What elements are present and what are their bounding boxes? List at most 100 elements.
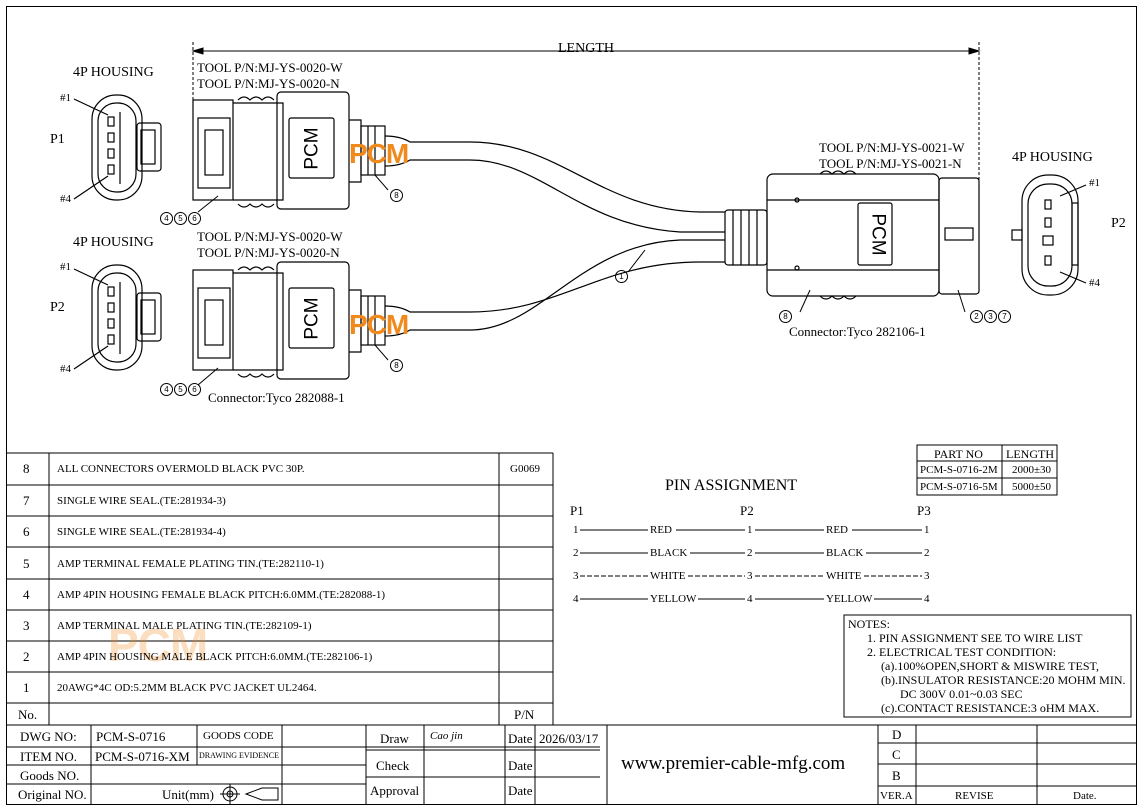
rev-letter: C <box>892 747 901 762</box>
tool-pn: TOOL P/N:MJ-YS-0020-W <box>197 60 343 75</box>
dwg-no-label: DWG NO: <box>20 729 77 744</box>
bom-desc: AMP TERMINAL FEMALE PLATING TIN.(TE:2821… <box>57 558 324 570</box>
original-no-label: Original NO. <box>18 787 87 802</box>
wire-color: RED <box>826 524 848 536</box>
callout-bubble: 6 <box>188 383 201 396</box>
date-label: Date <box>508 783 533 798</box>
connector-right <box>724 170 980 300</box>
part-header: PART NO <box>934 447 983 461</box>
callout-8: 8 <box>390 355 404 373</box>
drawing-evidence-label: DRAWING EVIDENCE <box>199 751 280 760</box>
bom-header-no: No. <box>18 707 38 722</box>
overmold-label: PCM <box>301 297 323 340</box>
callout-bubble: 8 <box>779 310 792 323</box>
draw-label: Draw <box>380 731 409 746</box>
callout-bubble: 5 <box>174 383 187 396</box>
pin-number: 4 <box>924 593 930 605</box>
part-no: PCM-S-0716-5M <box>920 481 998 493</box>
dwg-no-value: PCM-S-0716 <box>96 729 166 744</box>
pin-1-marker: #1 <box>1089 177 1100 189</box>
pin-number: 1 <box>924 524 930 536</box>
wire-color: WHITE <box>650 570 686 582</box>
callout-bubble: 5 <box>174 212 187 225</box>
pin-number: 3 <box>747 570 753 582</box>
check-label: Check <box>376 758 410 773</box>
callout-bubble: 3 <box>984 310 997 323</box>
callout-bubble: 4 <box>160 383 173 396</box>
p1-label: P1 <box>50 132 65 147</box>
pin-number: 3 <box>573 570 579 582</box>
date-label: Date <box>508 731 533 746</box>
note-line: 2. ELECTRICAL TEST CONDITION: <box>867 645 1057 659</box>
pin-number: 1 <box>747 524 753 536</box>
pin-4-marker: #4 <box>60 193 71 205</box>
pin-1-marker: #1 <box>60 261 71 273</box>
tool-pn: TOOL P/N:MJ-YS-0020-W <box>197 229 343 244</box>
website-text: www.premier-cable-mfg.com <box>621 753 846 774</box>
goods-no-label: Goods NO. <box>20 768 80 783</box>
housing-face-p2 <box>73 264 162 371</box>
date-col-label: Date. <box>1073 790 1097 802</box>
callout-bubble: 8 <box>390 189 403 202</box>
pin-col-header: P2 <box>740 503 754 518</box>
tool-pn: TOOL P/N:MJ-YS-0021-N <box>819 156 962 171</box>
bom-no: 3 <box>23 618 30 633</box>
part-no: PCM-S-0716-2M <box>920 464 998 476</box>
bom-no: 7 <box>23 493 30 508</box>
wire-color: RED <box>650 524 672 536</box>
wire-color: YELLOW <box>826 593 873 605</box>
approval-label: Approval <box>370 783 420 798</box>
connector-right-label: Connector:Tyco 282106-1 <box>789 324 926 339</box>
date-value: 2026/03/17 <box>539 731 599 746</box>
bom-desc: SINGLE WIRE SEAL.(TE:281934-4) <box>57 526 226 538</box>
ver-label: VER.A <box>880 790 913 802</box>
bom-header-pn: P/N <box>514 707 535 722</box>
part-length: 5000±50 <box>1012 481 1052 493</box>
rev-letter: B <box>892 768 901 783</box>
housing-label: 4P HOUSING <box>73 65 154 80</box>
bom-no: 5 <box>23 556 30 571</box>
connector-lower-left <box>192 261 440 380</box>
pin-number: 4 <box>573 593 579 605</box>
note-line: (a).100%OPEN,SHORT & MISWIRE TEST, <box>881 659 1099 673</box>
bom-desc: AMP 4PIN HOUSING FEMALE BLACK PITCH:6.0M… <box>57 589 386 601</box>
note-line: DC 300V 0.01~0.03 SEC <box>900 687 1023 701</box>
item-no-label: ITEM NO. <box>20 749 78 764</box>
item-no-value: PCM-S-0716-XM <box>95 749 190 764</box>
bom-desc: 20AWG*4C OD:5.2MM BLACK PVC JACKET UL246… <box>57 682 317 694</box>
tool-pn: TOOL P/N:MJ-YS-0020-N <box>197 245 340 260</box>
notes-title: NOTES: <box>848 617 890 631</box>
pin-4-marker: #4 <box>60 363 71 375</box>
p2-label-right: P2 <box>1111 216 1126 231</box>
callout-bubble: 8 <box>390 359 403 372</box>
drawer-signature: Cao jin <box>430 730 463 742</box>
bom-no: 2 <box>23 649 30 664</box>
callout-bubble: 4 <box>160 212 173 225</box>
wire-color: BLACK <box>826 547 864 559</box>
part-length: 2000±30 <box>1012 464 1052 476</box>
bom-pn: G0069 <box>510 463 540 475</box>
bom-desc: SINGLE WIRE SEAL.(TE:281934-3) <box>57 495 226 507</box>
date-label: Date <box>508 758 533 773</box>
revise-label: REVISE <box>955 790 994 802</box>
housing-face-p1 <box>73 94 162 201</box>
callout-bubble: 1 <box>615 270 628 283</box>
pin-number: 2 <box>924 547 930 559</box>
note-line: 1. PIN ASSIGNMENT SEE TO WIRE LIST <box>867 631 1083 645</box>
pin-number: 2 <box>747 547 753 559</box>
pin-number: 1 <box>573 524 579 536</box>
watermark-logo: PCM <box>108 619 208 671</box>
pin-col-header: P3 <box>917 503 931 518</box>
callout-bubble: 7 <box>998 310 1011 323</box>
callout-bubble: 2 <box>970 310 983 323</box>
rev-letter: D <box>892 727 902 742</box>
bom-no: 1 <box>23 680 30 695</box>
pin-4-marker: #4 <box>1089 277 1100 289</box>
wire-color: BLACK <box>650 547 688 559</box>
note-line: (c).CONTACT RESISTANCE:3 oHM MAX. <box>881 701 1100 715</box>
overmold-label: PCM <box>301 127 323 170</box>
length-label: LENGTH <box>558 41 614 56</box>
